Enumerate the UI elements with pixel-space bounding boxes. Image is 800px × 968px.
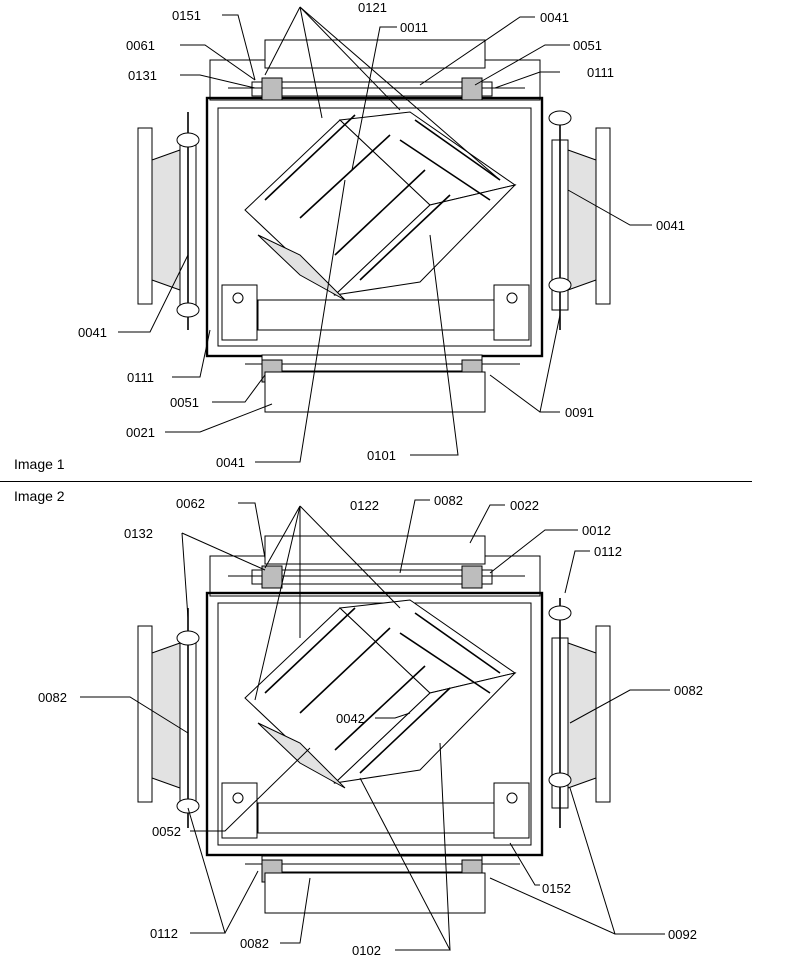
callout-label: 0041 [656, 218, 685, 233]
callout-label: 0082 [38, 690, 67, 705]
figure-divider [0, 481, 752, 482]
callout-label: 0131 [128, 68, 157, 83]
figure-2-caption: Image 2 [14, 488, 65, 504]
callout-label: 0102 [352, 943, 381, 958]
callout-label: 0062 [176, 496, 205, 511]
callout-label: 0111 [587, 65, 614, 80]
figure-1-drawing: 0151 0121 0011 0041 0061 0051 0131 0111 … [78, 0, 685, 470]
callout-label: 0042 [336, 711, 365, 726]
figure-1-caption: Image 1 [14, 456, 65, 472]
assembly-1 [137, 39, 611, 413]
callout-label: 0132 [124, 526, 153, 541]
callout-label: 0012 [582, 523, 611, 538]
callout-label: 0152 [542, 881, 571, 896]
callout-label: 0011 [400, 20, 428, 35]
callout-label: 0101 [367, 448, 396, 463]
callout-label: 0052 [152, 824, 181, 839]
callout-label: 0151 [172, 8, 201, 23]
callout-label: 0082 [434, 493, 463, 508]
callout-label: 0041 [540, 10, 569, 25]
callout-label: 0041 [78, 325, 107, 340]
callout-label: 0082 [240, 936, 269, 951]
assembly-2 [137, 535, 611, 914]
callout-label: 0061 [126, 38, 155, 53]
callout-label: 0092 [668, 927, 697, 942]
callout-label: 0082 [674, 683, 703, 698]
callout-label: 0111 [127, 370, 154, 385]
callout-label: 0051 [170, 395, 199, 410]
callout-label: 0122 [350, 498, 379, 513]
callout-label: 0022 [510, 498, 539, 513]
callout-label: 0121 [358, 0, 387, 15]
callouts-2: 0062 0122 0082 0022 0132 0012 0112 0082 … [38, 493, 703, 958]
callout-label: 0091 [565, 405, 594, 420]
figure-2-drawing: 0062 0122 0082 0022 0132 0012 0112 0082 … [38, 493, 703, 958]
callout-label: 0041 [216, 455, 245, 470]
callout-label: 0112 [594, 544, 622, 559]
callouts-1: 0151 0121 0011 0041 0061 0051 0131 0111 … [78, 0, 685, 470]
callout-label: 0021 [126, 425, 155, 440]
callout-label: 0051 [573, 38, 602, 53]
callout-label: 0112 [150, 926, 178, 941]
